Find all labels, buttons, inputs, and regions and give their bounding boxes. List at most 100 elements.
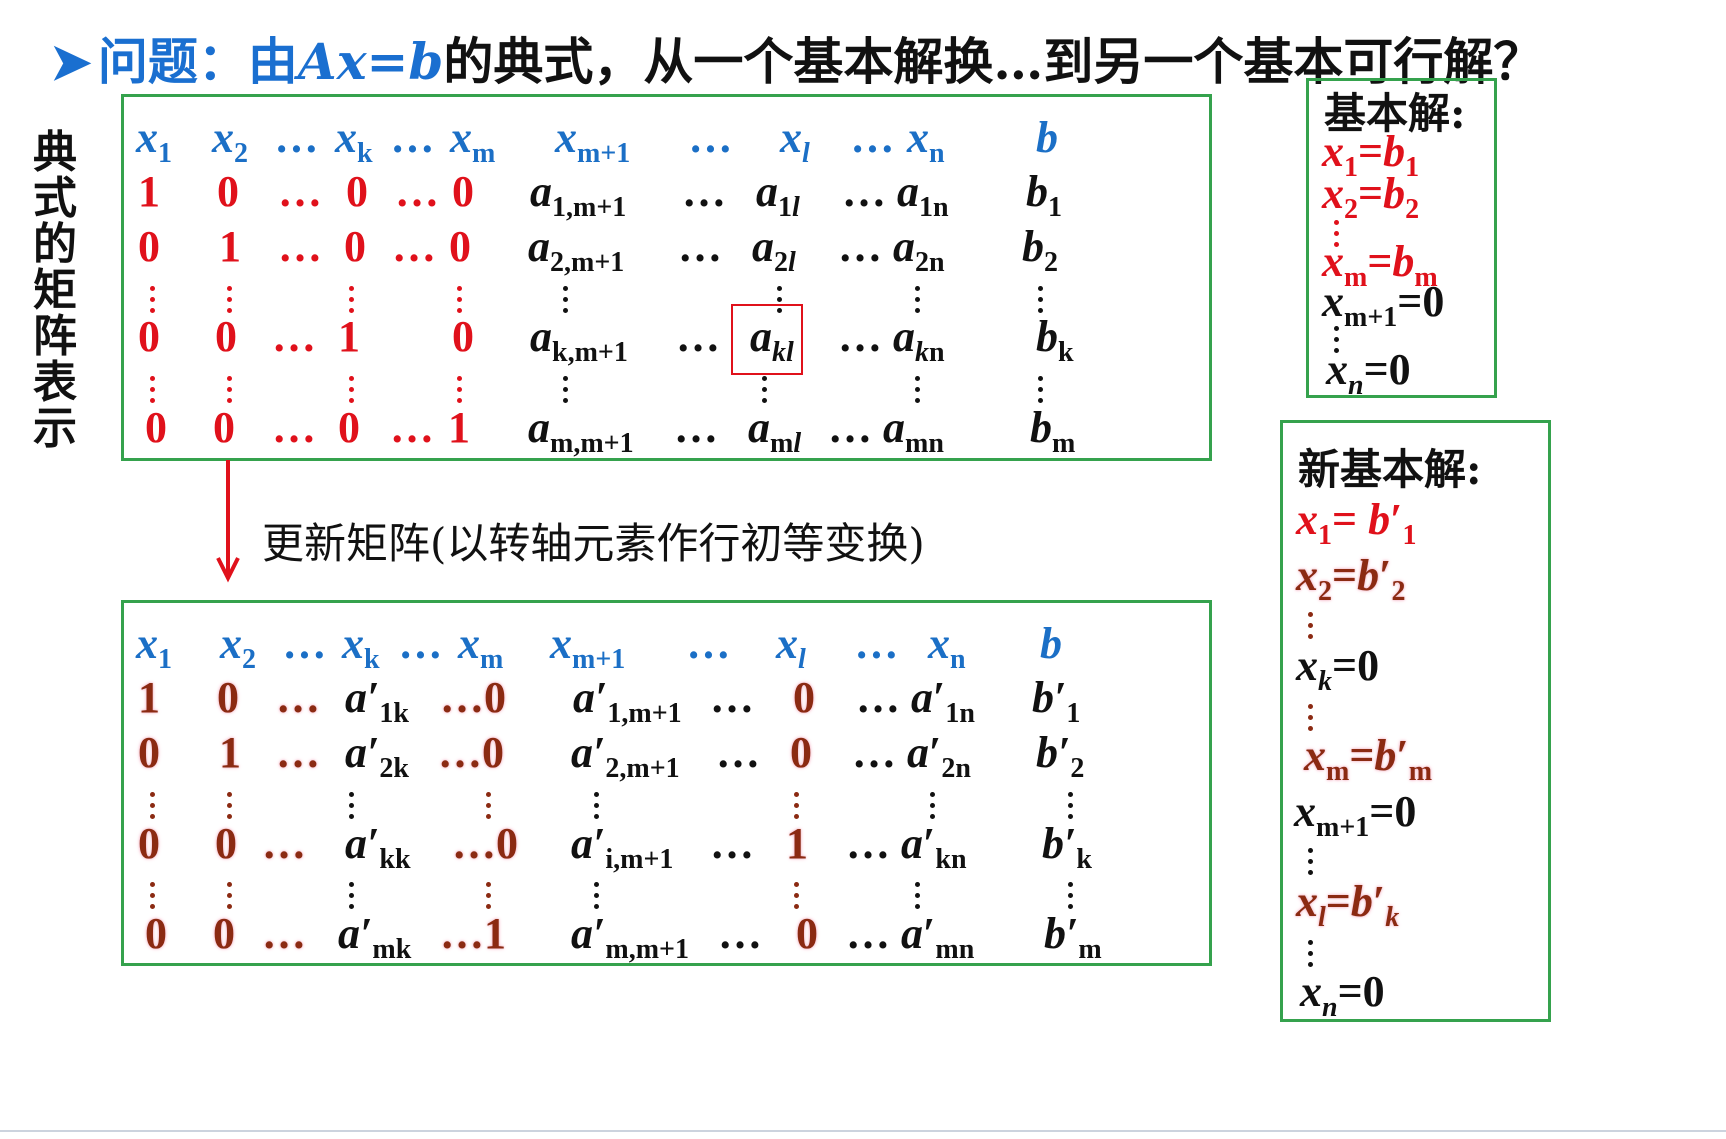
matrix-cell: 0 [452, 312, 474, 361]
pivot-cell: akl [750, 312, 794, 368]
matrix-cell: … a′kn [846, 819, 967, 875]
new-basic-solution-line: xm=b′m [1304, 731, 1433, 787]
header-x1: x1 [136, 619, 172, 675]
matrix-cell: … a′1n [856, 673, 975, 729]
vertical-ellipsis-icon [1308, 848, 1314, 876]
matrix-cell: 0 [346, 167, 368, 216]
vertical-ellipsis-icon [1068, 882, 1074, 910]
header-ellipsis: … [688, 619, 732, 668]
matrix-cell: a′mk [338, 909, 412, 965]
matrix-cell: … a2n [838, 222, 945, 278]
matrix-cell: 0 [138, 312, 160, 361]
side-label-char: 典 [33, 127, 77, 178]
matrix-cell: … [716, 728, 760, 777]
vertical-ellipsis-icon [349, 376, 355, 404]
vertical-ellipsis-icon [915, 882, 921, 910]
vertical-ellipsis-icon [150, 286, 156, 314]
vertical-ellipsis-icon [1068, 792, 1074, 820]
basic-solution-line: xm=bm [1322, 237, 1438, 293]
matrix-cell: a2l [752, 222, 796, 278]
header-ellipsis: … [856, 619, 900, 668]
vertical-ellipsis-icon [486, 792, 492, 820]
side-label-char: 表 [33, 357, 77, 408]
matrix-cell: … [710, 819, 754, 868]
matrix-cell: … a′mn [846, 909, 975, 965]
top-matrix-box [121, 94, 1212, 461]
matrix-cell: … [262, 909, 306, 958]
header-b: b [1036, 113, 1058, 162]
side-label-char: 矩 [33, 265, 77, 316]
matrix-cell: 1 [786, 819, 808, 868]
matrix-cell: a′1k [345, 673, 409, 729]
vertical-ellipsis-icon [915, 376, 921, 404]
matrix-cell: … [392, 222, 436, 271]
matrix-cell: …1 [440, 909, 506, 958]
matrix-cell: 0 [452, 167, 474, 216]
header-xl: xl [776, 619, 806, 675]
matrix-cell: …0 [440, 673, 506, 722]
matrix-cell: 0 [796, 909, 818, 958]
vertical-ellipsis-icon [150, 792, 156, 820]
matrix-cell: a′2k [345, 728, 409, 784]
header-x2: x2 [220, 619, 256, 675]
header-xn: xn [928, 619, 966, 675]
matrix-cell: … [278, 222, 322, 271]
matrix-cell: … [390, 403, 434, 452]
matrix-cell: bm [1030, 403, 1076, 459]
vertical-ellipsis-icon [227, 882, 233, 910]
vertical-ellipsis-icon [150, 376, 156, 404]
matrix-cell: a′kk [345, 819, 411, 875]
matrix-cell: 0 [215, 819, 237, 868]
header-ellipsis: … [276, 113, 320, 162]
basic-solution-line: xm+1=0 [1322, 277, 1445, 333]
header-b: b [1040, 619, 1062, 668]
basic-solution-line: x2=b2 [1322, 169, 1420, 225]
matrix-cell: 0 [790, 728, 812, 777]
vertical-ellipsis-icon [1308, 704, 1314, 732]
vertical-ellipsis-icon [150, 882, 156, 910]
matrix-cell: a′1,m+1 [573, 673, 682, 729]
matrix-cell: am,m+1 [528, 403, 634, 459]
matrix-cell: 0 [217, 167, 239, 216]
new-basic-solution-line: xk=0 [1296, 641, 1380, 697]
matrix-cell: b2 [1022, 222, 1058, 278]
matrix-cell: 1 [138, 673, 160, 722]
matrix-cell: … [278, 167, 322, 216]
header-x2: x2 [212, 113, 248, 169]
bottom-matrix-box [121, 600, 1212, 966]
header-ellipsis: … xn [852, 113, 945, 169]
vertical-ellipsis-icon [227, 286, 233, 314]
basic-solution-line: xn=0 [1326, 345, 1411, 401]
header-xk: xk [342, 619, 380, 675]
basic-solution-box [1306, 78, 1497, 398]
matrix-cell: ak,m+1 [530, 312, 628, 368]
header-x1: x1 [136, 113, 172, 169]
header-xm1: xm+1 [555, 113, 631, 169]
matrix-cell: 1 [448, 403, 470, 452]
side-label-char: 式 [33, 173, 77, 224]
vertical-ellipsis-icon [1334, 326, 1340, 354]
vertical-ellipsis-icon [915, 286, 921, 314]
matrix-cell: … [676, 312, 720, 361]
basic-solution-title: 基本解: [1324, 89, 1466, 138]
matrix-cell: 0 [215, 312, 237, 361]
vertical-ellipsis-icon [594, 882, 600, 910]
matrix-cell: … [682, 167, 726, 216]
matrix-cell: 0 [213, 403, 235, 452]
matrix-cell: … [678, 222, 722, 271]
matrix-cell: 0 [213, 909, 235, 958]
matrix-cell: … [710, 673, 754, 722]
matrix-cell: b′m [1044, 909, 1102, 965]
title-prefix: 问题：由 [97, 32, 298, 91]
new-basic-solution-line: xn=0 [1300, 967, 1385, 1023]
vertical-ellipsis-icon [227, 376, 233, 404]
matrix-cell: 0 [338, 403, 360, 452]
header-xm: xm [450, 113, 496, 169]
vertical-ellipsis-icon [1308, 940, 1314, 968]
matrix-cell: 1 [219, 222, 241, 271]
vertical-ellipsis-icon [349, 792, 355, 820]
vertical-ellipsis-icon [1334, 220, 1340, 248]
new-basic-solution-title: 新基本解: [1298, 445, 1482, 494]
matrix-cell: b′k [1042, 819, 1092, 875]
matrix-cell: … a′2n [852, 728, 971, 784]
